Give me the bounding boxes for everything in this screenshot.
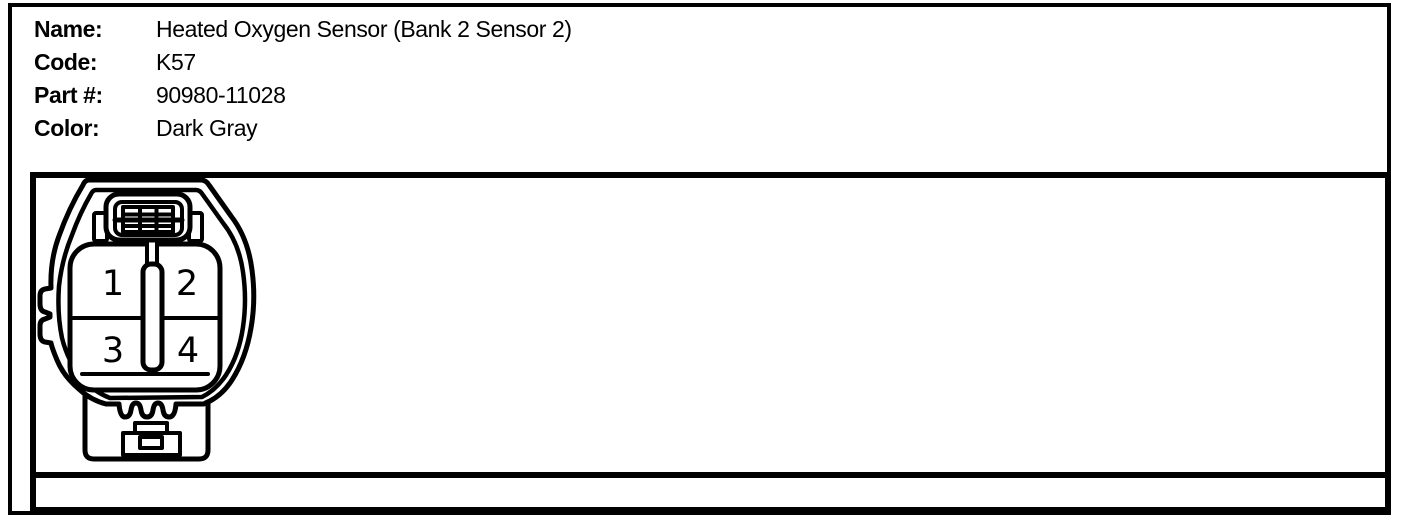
field-row-code: Code: K57 [34, 49, 196, 75]
field-value-color: Dark Gray [156, 115, 258, 141]
pin-4-label: 4 [177, 331, 199, 371]
field-label-color: Color: [34, 115, 100, 141]
field-row-part-number: Part #: 90980-11028 [34, 82, 286, 108]
field-row-name: Name: Heated Oxygen Sensor (Bank 2 Sensor… [34, 16, 572, 42]
connector-inner-contour [56, 187, 248, 401]
field-label-part-number: Part #: [34, 82, 103, 108]
field-label-code: Code: [34, 49, 98, 75]
field-row-color: Color: Dark Gray [34, 115, 258, 141]
figure-divider-line [35, 472, 1386, 478]
field-value-part-number: 90980-11028 [156, 82, 286, 108]
field-label-name: Name: [34, 16, 103, 42]
pin-3-label: 3 [102, 331, 124, 371]
center-key-bar [140, 261, 165, 373]
bottom-clip-inner [138, 435, 164, 450]
field-value-name: Heated Oxygen Sensor (Bank 2 Sensor 2) [156, 16, 572, 42]
connector-diagram: 1 2 3 4 [37, 177, 257, 462]
field-value-code: K57 [156, 49, 196, 75]
connector-figure-box [30, 172, 1391, 513]
pin-1-label: 1 [102, 264, 124, 304]
pin-2-label: 2 [176, 264, 198, 304]
